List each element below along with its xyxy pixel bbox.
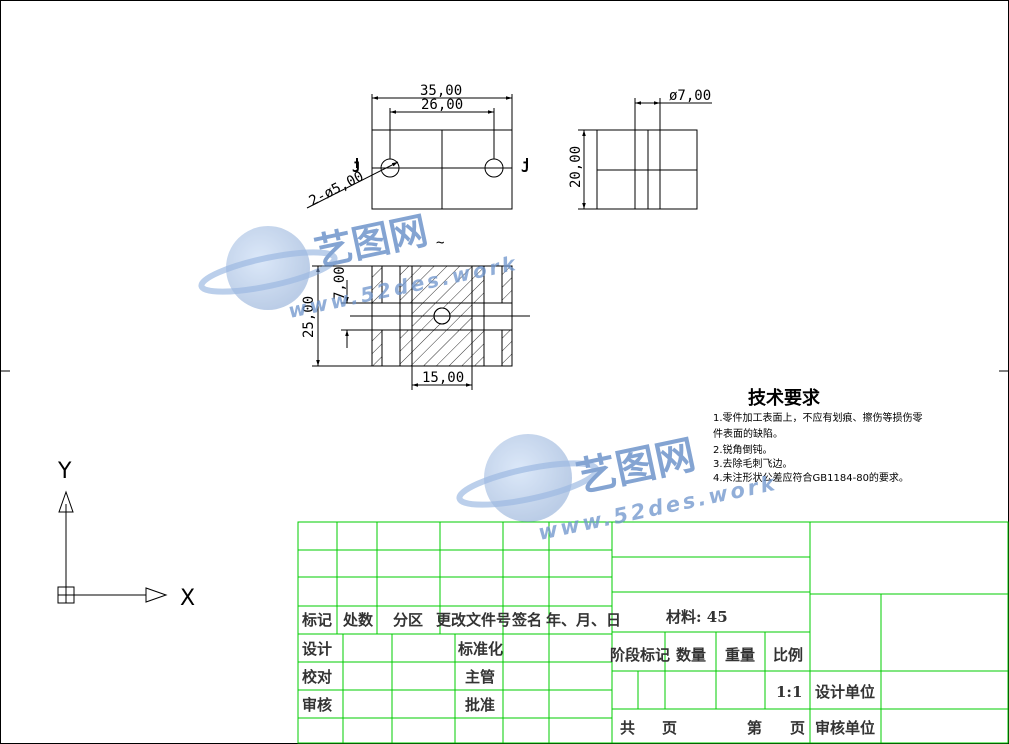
tb-total: 共 [620,719,635,737]
tb-material: 材料: 45 [666,608,728,626]
tb-standardize: 标准化 [457,640,503,658]
tb-supervisor: 主管 [465,668,495,686]
front-hole-spacing-label: 26,00 [421,97,463,113]
section-width-label: 15,00 [422,370,464,386]
tb-approve: 批准 [465,696,495,714]
watermark-globe-icon [198,226,338,310]
section-mark-left: J [352,160,360,176]
side-height-label: 20,00 [568,146,584,188]
tb-count: 处数 [342,611,374,629]
tb-sheet-no: 第 [747,719,762,737]
tech-req-1: 1.零件加工表面上，不应有划痕、擦伤等损伤零 [713,411,923,424]
watermark-brand: 艺图网 [311,208,432,275]
section-height-label: 25,00 [301,296,317,338]
watermark-globe-icon-2 [456,434,600,522]
section-mark-right: J [521,160,529,176]
tech-req-4: 3.去除毛刺飞边。 [713,457,793,470]
y-axis-label: Y [57,459,72,484]
tb-scale-value: 1:1 [776,683,802,701]
tb-check: 校对 [302,668,332,686]
tech-requirements-title: 技术要求 [748,387,821,409]
tb-weight: 重量 [725,646,755,664]
section-title-mark: ~ [436,235,444,251]
tb-zone: 分区 [393,611,423,629]
section-view [312,265,530,390]
tb-review: 审核 [302,696,332,714]
tb-review-unit: 审核单位 [815,719,875,737]
tech-req-2: 件表面的缺陷。 [713,427,783,440]
tech-req-5: 4.未注形状公差应符合GB1184-80的要求。 [713,471,909,484]
section-depth-label: 7,00 [332,266,348,300]
front-view [306,94,528,210]
tb-change-doc: 更改文件号 [436,611,511,629]
tb-mark: 标记 [301,611,332,629]
title-block [297,521,1009,744]
tb-stage-mark: 阶段标记 [610,646,670,664]
side-diameter-label: ø7,00 [669,88,711,104]
tb-scale: 比例 [773,646,803,664]
front-width-label: 35,00 [420,83,462,99]
x-axis-label: X [180,586,195,611]
tb-page-2: 页 [790,719,805,737]
tb-quantity: 数量 [676,646,706,664]
ucs-icon [57,490,168,604]
tb-sign: 签名 [511,611,542,629]
tb-design: 设计 [302,640,332,658]
tb-design-unit: 设计单位 [815,683,875,701]
tb-page: 页 [662,719,677,737]
tb-date: 年、月、日 [546,611,621,629]
tech-req-3: 2.锐角倒钝。 [713,443,773,456]
side-view [578,98,712,210]
